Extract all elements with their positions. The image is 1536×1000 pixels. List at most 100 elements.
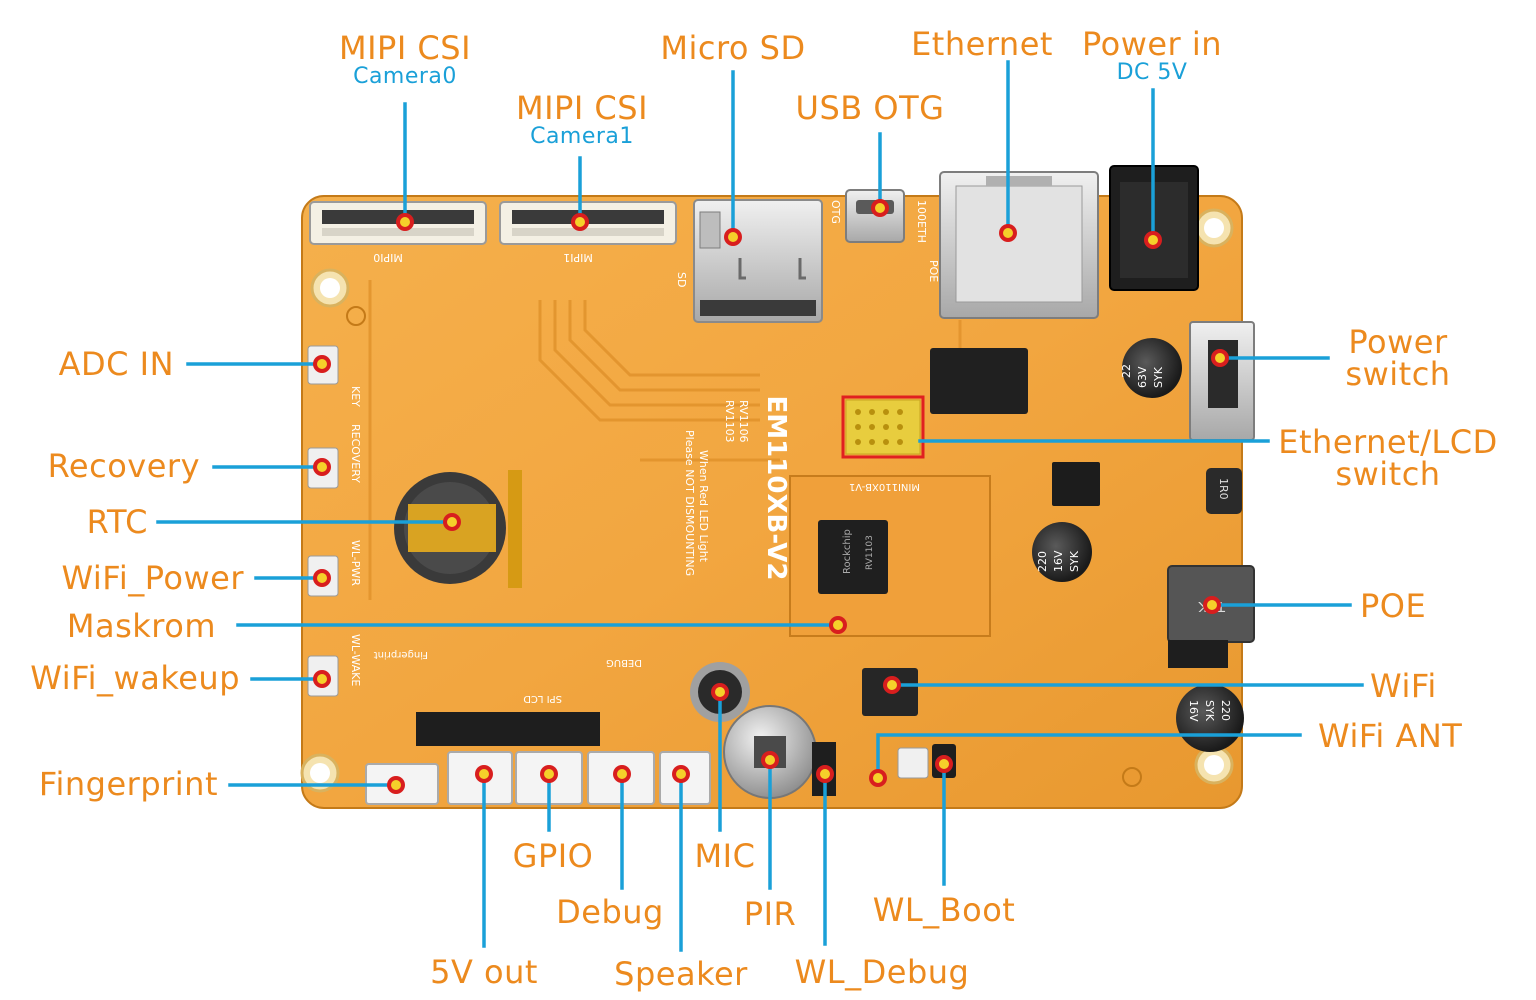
label-wl-boot: WL_Boot [872,891,1016,929]
dot-recovery [313,458,331,476]
capacitor-1: 22 63V SYK [1120,338,1182,398]
soc-chip [818,520,888,594]
label-eth-lcd-switch-line1: Ethernet/LCD [1278,423,1498,461]
label-eth-lcd-switch-line2: switch [1335,455,1441,493]
mounting-holes [300,208,1234,793]
eth-lcd-highlight-box [841,395,925,459]
label-maskrom: Maskrom [66,607,216,645]
key-silk: KEY [349,386,362,407]
label-wifi-power: WiFi_Power [61,559,244,597]
eth-transformer-chip [930,348,1028,414]
label-adc-in: ADC IN [58,345,174,383]
otg-silk: OTG [829,200,842,224]
label-mipi-csi-cam0: MIPI CSI [338,29,472,67]
label-poe: POE [1360,587,1427,625]
dot-speaker [672,765,690,783]
dot-wifipower [313,569,331,587]
label-mic: MIC [694,837,756,875]
dot-debug [613,765,631,783]
label-ethernet: Ethernet [911,25,1053,63]
inductor [1206,468,1242,514]
label-usb-otg: USB OTG [795,89,945,127]
svg-text:22: 22 [1120,364,1133,378]
label-mipi-csi-cam1: MIPI CSI [515,89,649,127]
label-speaker: Speaker [614,955,748,993]
capacitor-2: 220 16V SYK [1032,522,1092,582]
dot-poe [1203,596,1221,614]
marker-dots [313,199,1229,794]
svg-text:16V: 16V [1052,550,1065,572]
label-wl-debug: WL_Debug [794,953,970,991]
label-gpio: GPIO [512,837,594,875]
sd-silk: SD [675,272,688,287]
micro-sd-slot [693,199,823,323]
ethernet-jack [939,171,1099,319]
label-5v-out: 5V out [430,953,538,991]
label-power-switch-line1: Power [1348,323,1448,361]
eth-phy-chip [1052,462,1100,506]
label-wifi-ant: WiFi ANT [1318,717,1463,755]
label-fingerprint: Fingerprint [38,765,218,803]
svg-text:220: 220 [1219,700,1232,721]
inductor-silk: 1R0 [1217,478,1230,500]
pcb-traces [368,280,962,600]
warning-silk-2: Please NOT DISMOUNTING [683,430,696,576]
label-dc-5v: DC 5V [1116,60,1188,85]
dot-powerswitch [1211,349,1229,367]
label-power-switch-line2: switch [1345,355,1451,393]
poe-regulator [1168,640,1228,668]
rv1106-silk: RV1106 [737,400,750,443]
dot-rtc [443,513,461,531]
label-debug: Debug [556,893,664,931]
svg-text:63V: 63V [1136,366,1149,388]
capacitor-3: 16V SYK 220 [1176,684,1244,752]
dot-gpio [540,765,558,783]
label-wifi: WiFi [1370,667,1437,705]
label-micro-sd: Micro SD [660,29,806,67]
mini-silk: MINI110XB-V1 [849,481,920,492]
label-rtc: RTC [86,503,148,541]
mipi1-silk: MIPI1 [563,251,593,264]
eth-silk: 100ETH [915,200,928,243]
svg-text:220: 220 [1036,551,1049,572]
usb-otg-port [845,189,905,243]
poe-silk: POE [927,260,940,282]
debug-silk: DEBUG [606,657,642,668]
dot-fingerprint [387,776,405,794]
label-recovery: Recovery [47,447,200,485]
dot-mipi1 [571,213,589,231]
svg-text:16V: 16V [1187,700,1200,722]
warning-silk-1: When Red LED Light [697,450,710,563]
svg-text:SYK: SYK [1152,366,1165,388]
label-pir: PIR [743,895,797,933]
dot-wifi [883,676,901,694]
dot-wifiwakeup [313,670,331,688]
wlwake-silk: WL-WAKE [349,634,362,686]
power-switch-part [1189,321,1255,441]
leader-lines [156,60,1364,952]
fingerprint-silk: Fingerprint [374,649,428,660]
dot-mic [711,683,729,701]
dot-adcin [313,355,331,373]
svg-text:SYK: SYK [1203,700,1216,722]
dot-wldebug [816,765,834,783]
jumper-pins [855,409,903,445]
dot-wlboot [935,755,953,773]
rv1103-silk: RV1103 [723,400,736,443]
dot-microsd [724,228,742,246]
soc-brand: Rockchip [842,529,853,574]
dot-maskrom [829,616,847,634]
spilcd-silk: SPI LCD [523,693,562,704]
dot-pir [761,751,779,769]
dot-wifiant [869,769,887,787]
dot-ethernet [999,224,1017,242]
dot-5vout [475,765,493,783]
label-wifi-wakeup: WiFi_wakeup [30,659,240,697]
label-camera1: Camera1 [530,124,634,149]
board-model: EM110XB-V2 [761,396,791,581]
dot-mipi0 [396,213,414,231]
label-power-in: Power in [1081,25,1223,63]
svg-text:SYK: SYK [1068,550,1081,572]
